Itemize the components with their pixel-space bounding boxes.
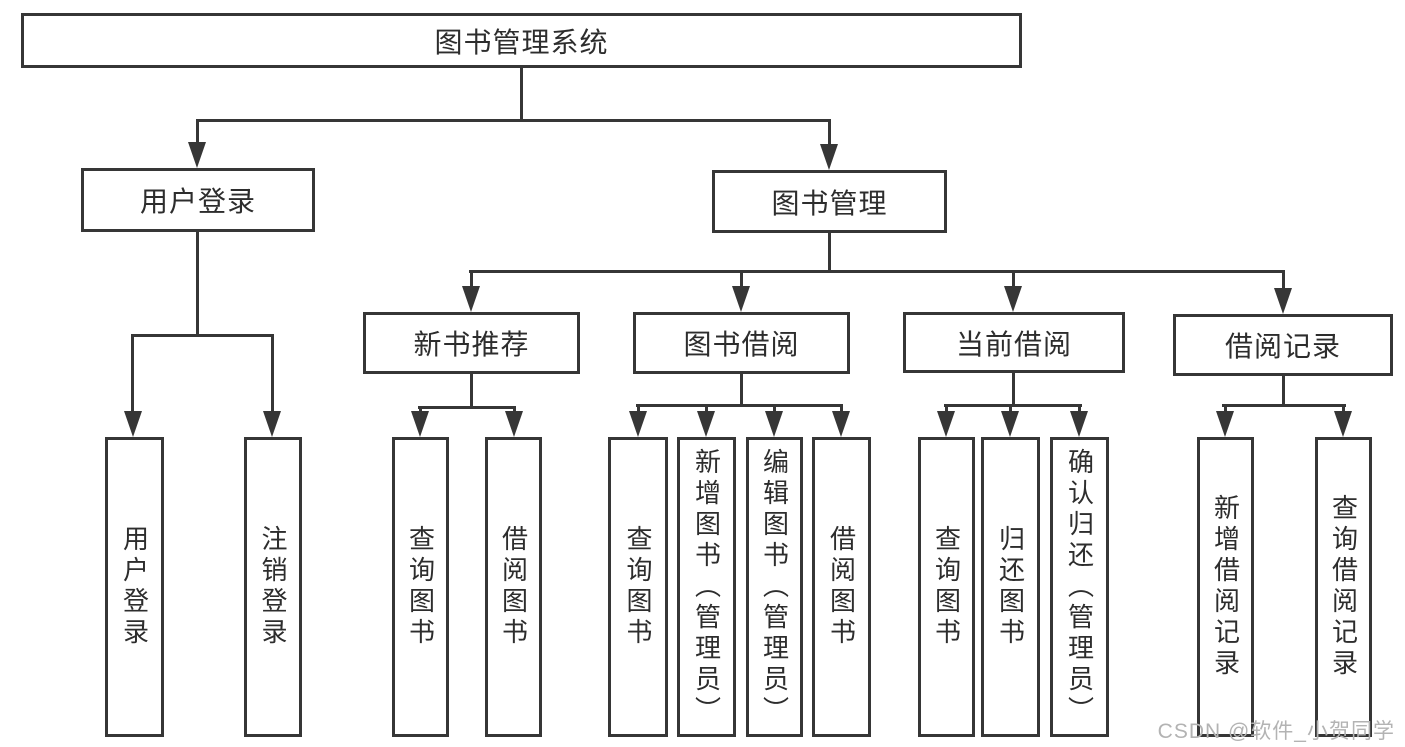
connector-horizontal [1222, 404, 1346, 407]
arrow-down-icon [1216, 411, 1234, 437]
connector-vertical [740, 270, 743, 288]
arrow-down-icon [765, 411, 783, 437]
leaf-label: 确认归还（管理员） [1064, 447, 1095, 727]
connector-vertical [1012, 373, 1015, 407]
leaf-borrow-books: 借阅图书 [812, 437, 871, 737]
node-new-book-recommend-label: 新书推荐 [413, 329, 530, 360]
connector-vertical [1224, 404, 1227, 413]
connector-vertical [705, 404, 708, 413]
arrow-down-icon [263, 411, 281, 437]
leaf-edit-books-admin: 编辑图书（管理员） [746, 437, 803, 737]
connector-horizontal [944, 404, 1082, 407]
arrow-down-icon [1001, 411, 1019, 437]
connector-horizontal [636, 404, 843, 407]
connector-vertical [196, 232, 199, 335]
connector-vertical [773, 404, 776, 413]
leaf-query-borrow-record: 查询借阅记录 [1315, 437, 1372, 737]
leaf-label: 查询图书 [931, 525, 962, 649]
leaf-label: 借阅图书 [498, 525, 529, 649]
node-book-borrow: 图书借阅 [633, 312, 850, 374]
leaf-confirm-return-admin: 确认归还（管理员） [1050, 437, 1109, 737]
leaf-logout: 注销登录 [244, 437, 302, 737]
leaf-user-login: 用户登录 [105, 437, 164, 737]
leaf-label: 查询图书 [405, 525, 436, 649]
leaf-label: 编辑图书（管理员） [759, 447, 790, 727]
leaf-return-books: 归还图书 [981, 437, 1040, 737]
connector-vertical [470, 374, 473, 407]
connector-vertical [740, 374, 743, 407]
leaf-label: 新增图书（管理员） [691, 447, 722, 727]
leaf-label: 归还图书 [995, 525, 1026, 649]
arrow-down-icon [1070, 411, 1088, 437]
node-current-borrow: 当前借阅 [903, 312, 1125, 373]
arrow-down-icon [505, 411, 523, 437]
node-root-label: 图书管理系统 [434, 26, 609, 58]
arrow-down-icon [1004, 286, 1022, 312]
arrow-down-icon [697, 411, 715, 437]
node-user-login: 用户登录 [81, 168, 315, 232]
leaf-borrow-books-recommend: 借阅图书 [485, 437, 542, 737]
leaf-query-books-recommend: 查询图书 [392, 437, 449, 737]
arrow-down-icon [1334, 411, 1352, 437]
connector-vertical [271, 334, 274, 413]
node-root: 图书管理系统 [21, 13, 1022, 68]
connector-vertical [470, 270, 473, 288]
node-book-management-label: 图书管理 [771, 187, 888, 219]
arrow-down-icon [1274, 288, 1292, 314]
leaf-label: 借阅图书 [826, 525, 857, 649]
connector-vertical [945, 404, 948, 413]
connector-vertical [1078, 404, 1081, 413]
connector-vertical [1282, 376, 1285, 407]
connector-vertical [419, 406, 422, 413]
leaf-label: 查询借阅记录 [1328, 494, 1359, 680]
connector-horizontal [418, 406, 516, 409]
leaf-label: 查询图书 [623, 525, 653, 649]
arrow-down-icon [937, 411, 955, 437]
csdn-watermark: CSDN @软件_小贺同学 [1157, 720, 1395, 743]
node-user-login-label: 用户登录 [139, 186, 256, 217]
connector-horizontal [469, 270, 1285, 273]
leaf-label: 注销登录 [258, 525, 288, 649]
node-new-book-recommend: 新书推荐 [363, 312, 580, 374]
connector-vertical [520, 68, 523, 120]
connector-vertical [131, 334, 134, 413]
connector-vertical [196, 119, 199, 144]
connector-vertical [828, 233, 831, 272]
node-current-borrow-label: 当前借阅 [955, 328, 1072, 360]
arrow-down-icon [124, 411, 142, 437]
connector-vertical [513, 406, 516, 413]
connector-vertical [1012, 270, 1015, 288]
arrow-down-icon [820, 144, 838, 170]
leaf-label: 新增借阅记录 [1210, 494, 1241, 680]
leaf-query-books-borrow: 查询图书 [608, 437, 668, 737]
arrow-down-icon [188, 142, 206, 168]
arrow-down-icon [411, 411, 429, 437]
connector-horizontal [196, 119, 831, 122]
arrow-down-icon [732, 286, 750, 312]
connector-vertical [828, 119, 831, 146]
leaf-query-books-current: 查询图书 [918, 437, 975, 737]
node-borrow-record-label: 借阅记录 [1224, 331, 1341, 362]
arrow-down-icon [629, 411, 647, 437]
node-book-borrow-label: 图书借阅 [683, 329, 800, 360]
node-book-management: 图书管理 [712, 170, 947, 233]
leaf-add-books-admin: 新增图书（管理员） [677, 437, 736, 737]
connector-vertical [1282, 270, 1285, 290]
connector-vertical [1342, 404, 1345, 413]
arrow-down-icon [832, 411, 850, 437]
connector-vertical [1009, 404, 1012, 413]
leaf-add-borrow-record: 新增借阅记录 [1197, 437, 1254, 737]
node-borrow-record: 借阅记录 [1173, 314, 1393, 376]
connector-horizontal [131, 334, 274, 337]
arrow-down-icon [462, 286, 480, 312]
connector-vertical [840, 404, 843, 413]
leaf-label: 用户登录 [119, 525, 150, 649]
connector-vertical [637, 404, 640, 413]
